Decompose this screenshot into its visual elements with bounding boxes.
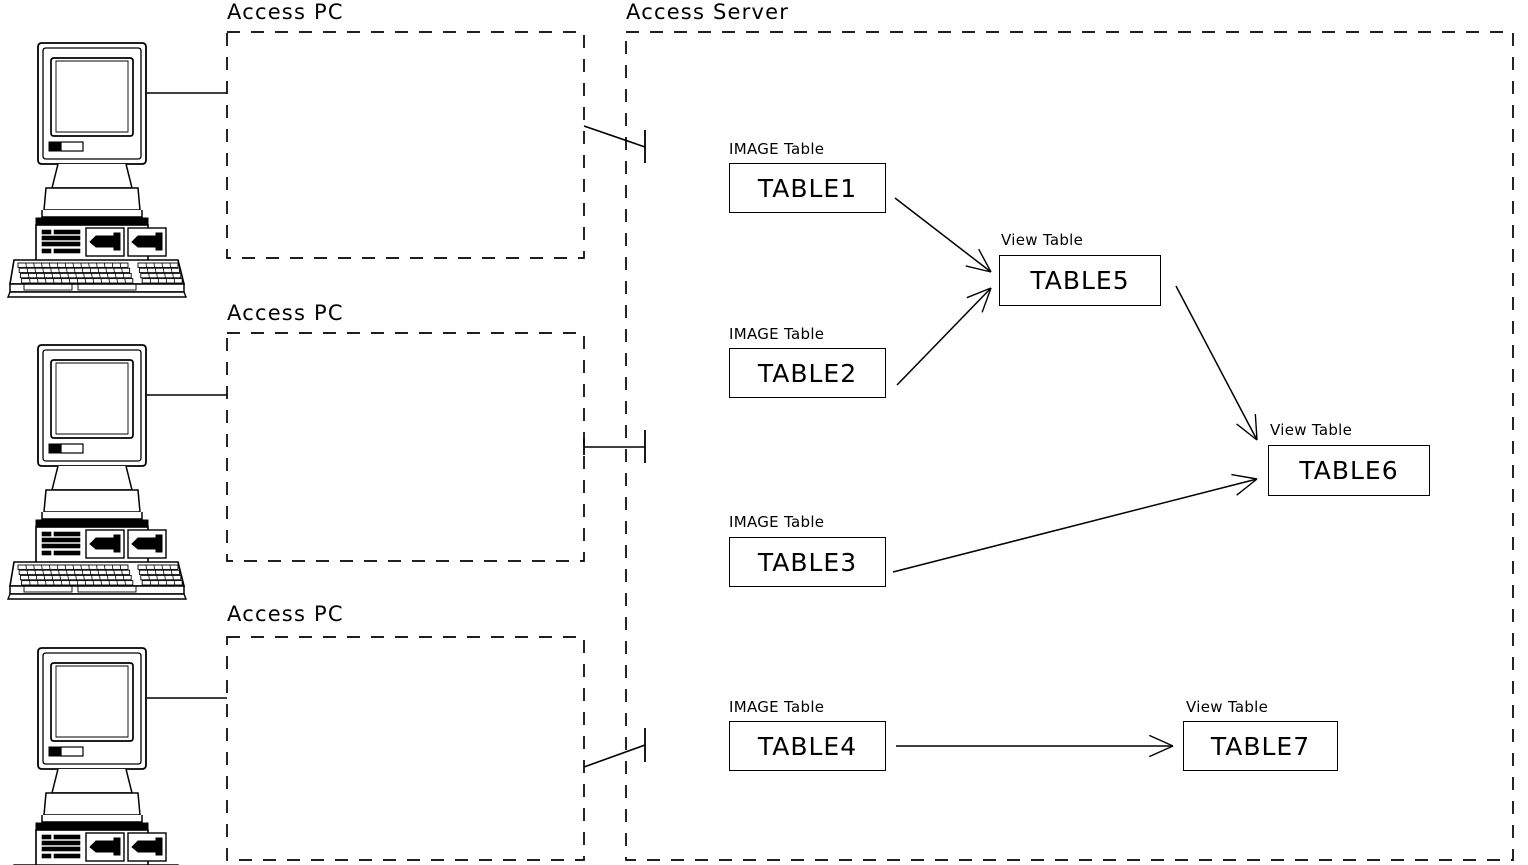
flow-table2-to-table5 — [896, 287, 992, 386]
table-2-kind-label: IMAGE Table — [729, 325, 825, 343]
link-pc2-to-server — [583, 430, 646, 463]
table-6-box[interactable]: TABLE6 — [1268, 445, 1430, 496]
zone-label-access-pc-1: Access PC — [227, 0, 344, 24]
flow-table3-to-table6 — [892, 473, 1258, 573]
access-pc-workstation-2 — [6, 344, 188, 600]
zone-boxes-group — [226, 31, 1514, 861]
table-2-box[interactable]: TABLE2 — [729, 348, 886, 398]
flow-arrows-group — [892, 197, 1258, 758]
table-3-box[interactable]: TABLE3 — [729, 537, 886, 587]
table-4-kind-label: IMAGE Table — [729, 698, 825, 716]
workstation-art-group — [6, 42, 227, 865]
link-pc1-to-server — [583, 125, 646, 163]
zone-boundary-access-server — [625, 31, 1514, 861]
zone-boundary-access-pc-2 — [226, 332, 585, 562]
flow-table1-to-table5 — [894, 197, 992, 273]
zone-label-access-pc-3: Access PC — [227, 602, 344, 626]
table-7-title: TABLE7 — [1210, 731, 1311, 761]
zone-label-access-server: Access Server — [626, 0, 790, 24]
access-pc-workstation-3 — [13, 647, 179, 865]
table-3-kind-label: IMAGE Table — [729, 513, 825, 531]
table-6-title: TABLE6 — [1299, 456, 1399, 485]
zone-label-access-pc-2: Access PC — [227, 301, 344, 325]
table-2-title: TABLE2 — [757, 358, 858, 388]
table-6-kind-label: View Table — [1270, 421, 1353, 439]
access-pc-workstation-1 — [6, 42, 188, 298]
table-4-title: TABLE4 — [757, 731, 858, 761]
zone-boundary-access-pc-1 — [226, 31, 585, 259]
table-1-box[interactable]: TABLE1 — [729, 163, 886, 213]
table-1-kind-label: IMAGE Table — [729, 140, 825, 158]
table-5-title: TABLE5 — [1030, 266, 1130, 295]
flow-table5-to-table6 — [1175, 285, 1258, 441]
table-5-kind-label: View Table — [1001, 231, 1084, 249]
link-pc3-to-server — [583, 728, 646, 768]
table-1-title: TABLE1 — [757, 173, 858, 203]
table-3-title: TABLE3 — [757, 547, 858, 577]
flow-table4-to-table7 — [896, 734, 1174, 758]
zone-boundary-access-pc-3 — [226, 636, 585, 861]
table-4-box[interactable]: TABLE4 — [729, 721, 886, 771]
table-7-kind-label: View Table — [1186, 698, 1269, 716]
link-lines-group — [583, 125, 646, 768]
table-7-box[interactable]: TABLE7 — [1183, 721, 1338, 771]
table-5-box[interactable]: TABLE5 — [999, 255, 1161, 306]
